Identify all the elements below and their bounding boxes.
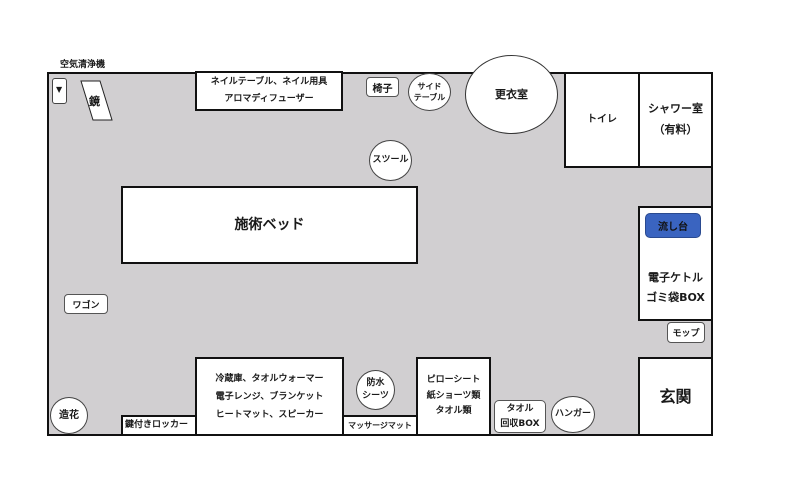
stool[interactable]: スツール: [369, 140, 412, 181]
air-purifier-label: 空気清浄機: [60, 60, 106, 70]
side-table[interactable]: サイド テーブル: [408, 73, 451, 111]
fridge-cabinet[interactable]: 冷蔵庫、タオルウォーマー 電子レンジ、ブランケット ヒートマット、スピーカー: [195, 357, 344, 436]
changing-room[interactable]: 更衣室: [465, 55, 558, 134]
artificial-flower[interactable]: 造花: [50, 397, 88, 434]
towel-collection-box[interactable]: タオル 回収BOX: [494, 400, 546, 433]
waterproof-sheets[interactable]: 防水 シーツ: [356, 370, 395, 410]
toilet[interactable]: トイレ: [564, 72, 640, 168]
massage-mat[interactable]: マッサージマット: [342, 415, 418, 436]
sink[interactable]: 流し台: [645, 213, 701, 238]
shower-room[interactable]: シャワー室 （有料）: [638, 72, 713, 168]
arrow-down-icon: ▼: [56, 85, 63, 94]
air-purifier[interactable]: ▼: [52, 78, 67, 104]
chair[interactable]: 椅子: [366, 77, 399, 97]
mirror[interactable]: 鏡: [80, 80, 113, 121]
key-locker[interactable]: 鍵付きロッカー: [121, 415, 197, 436]
mop[interactable]: モップ: [667, 322, 705, 343]
entrance[interactable]: 玄関: [638, 357, 713, 436]
nail-table[interactable]: ネイルテーブル、ネイル用具 アロマディフューザー: [195, 71, 343, 111]
hanger[interactable]: ハンガー: [551, 396, 595, 433]
treatment-bed[interactable]: 施術ベッド: [121, 186, 418, 264]
linen-cabinet[interactable]: ピローシート 紙ショーツ類 タオル類: [416, 357, 491, 436]
wagon[interactable]: ワゴン: [64, 294, 108, 314]
